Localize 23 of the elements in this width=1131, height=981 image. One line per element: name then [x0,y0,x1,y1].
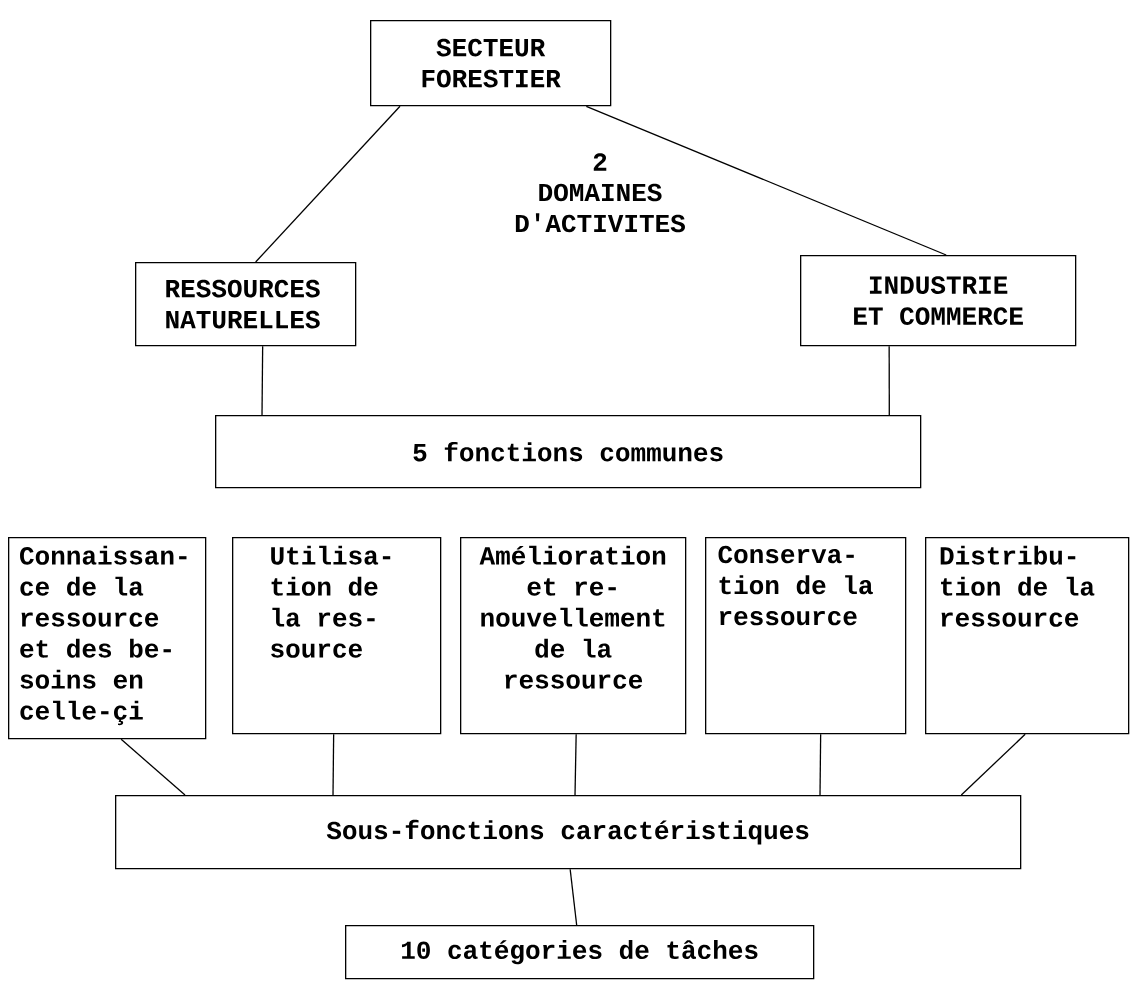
connector-line [888,345,890,416]
process-box: SECTEUR FORESTIER [370,20,612,107]
process-box: Utilisa- tion de la res- source [232,537,442,735]
connector-line [569,868,578,926]
process-box: INDUSTRIE ET COMMERCE [800,255,1077,347]
connector-line [332,733,335,796]
process-box: Amélioration et re- nouvellement de la ressource [460,537,687,735]
process-box: Connaissan- ce de la ressource et des be- soins en celle-çi [8,537,207,740]
process-box: Conserva- tion de la ressource [705,537,907,735]
connector-line [585,105,947,256]
process-box: Distribu- tion de la ressource [925,537,1130,735]
heading-text: 2 [593,153,607,171]
connector-line [960,733,1026,796]
heading-text: DOMAINES D'ACTIVITES [515,183,685,233]
process-box: Sous-fonctions caractéristiques [115,795,1022,870]
process-box: 5 fonctions communes [215,415,922,489]
process-box: 10 catégories de tâches [345,925,815,980]
connector-line [255,105,401,263]
process-box: RESSOURCES NATURELLES [135,262,357,347]
connector-line [819,733,822,796]
connector-line [120,738,186,796]
connector-line [574,733,577,796]
connector-line [261,345,264,416]
